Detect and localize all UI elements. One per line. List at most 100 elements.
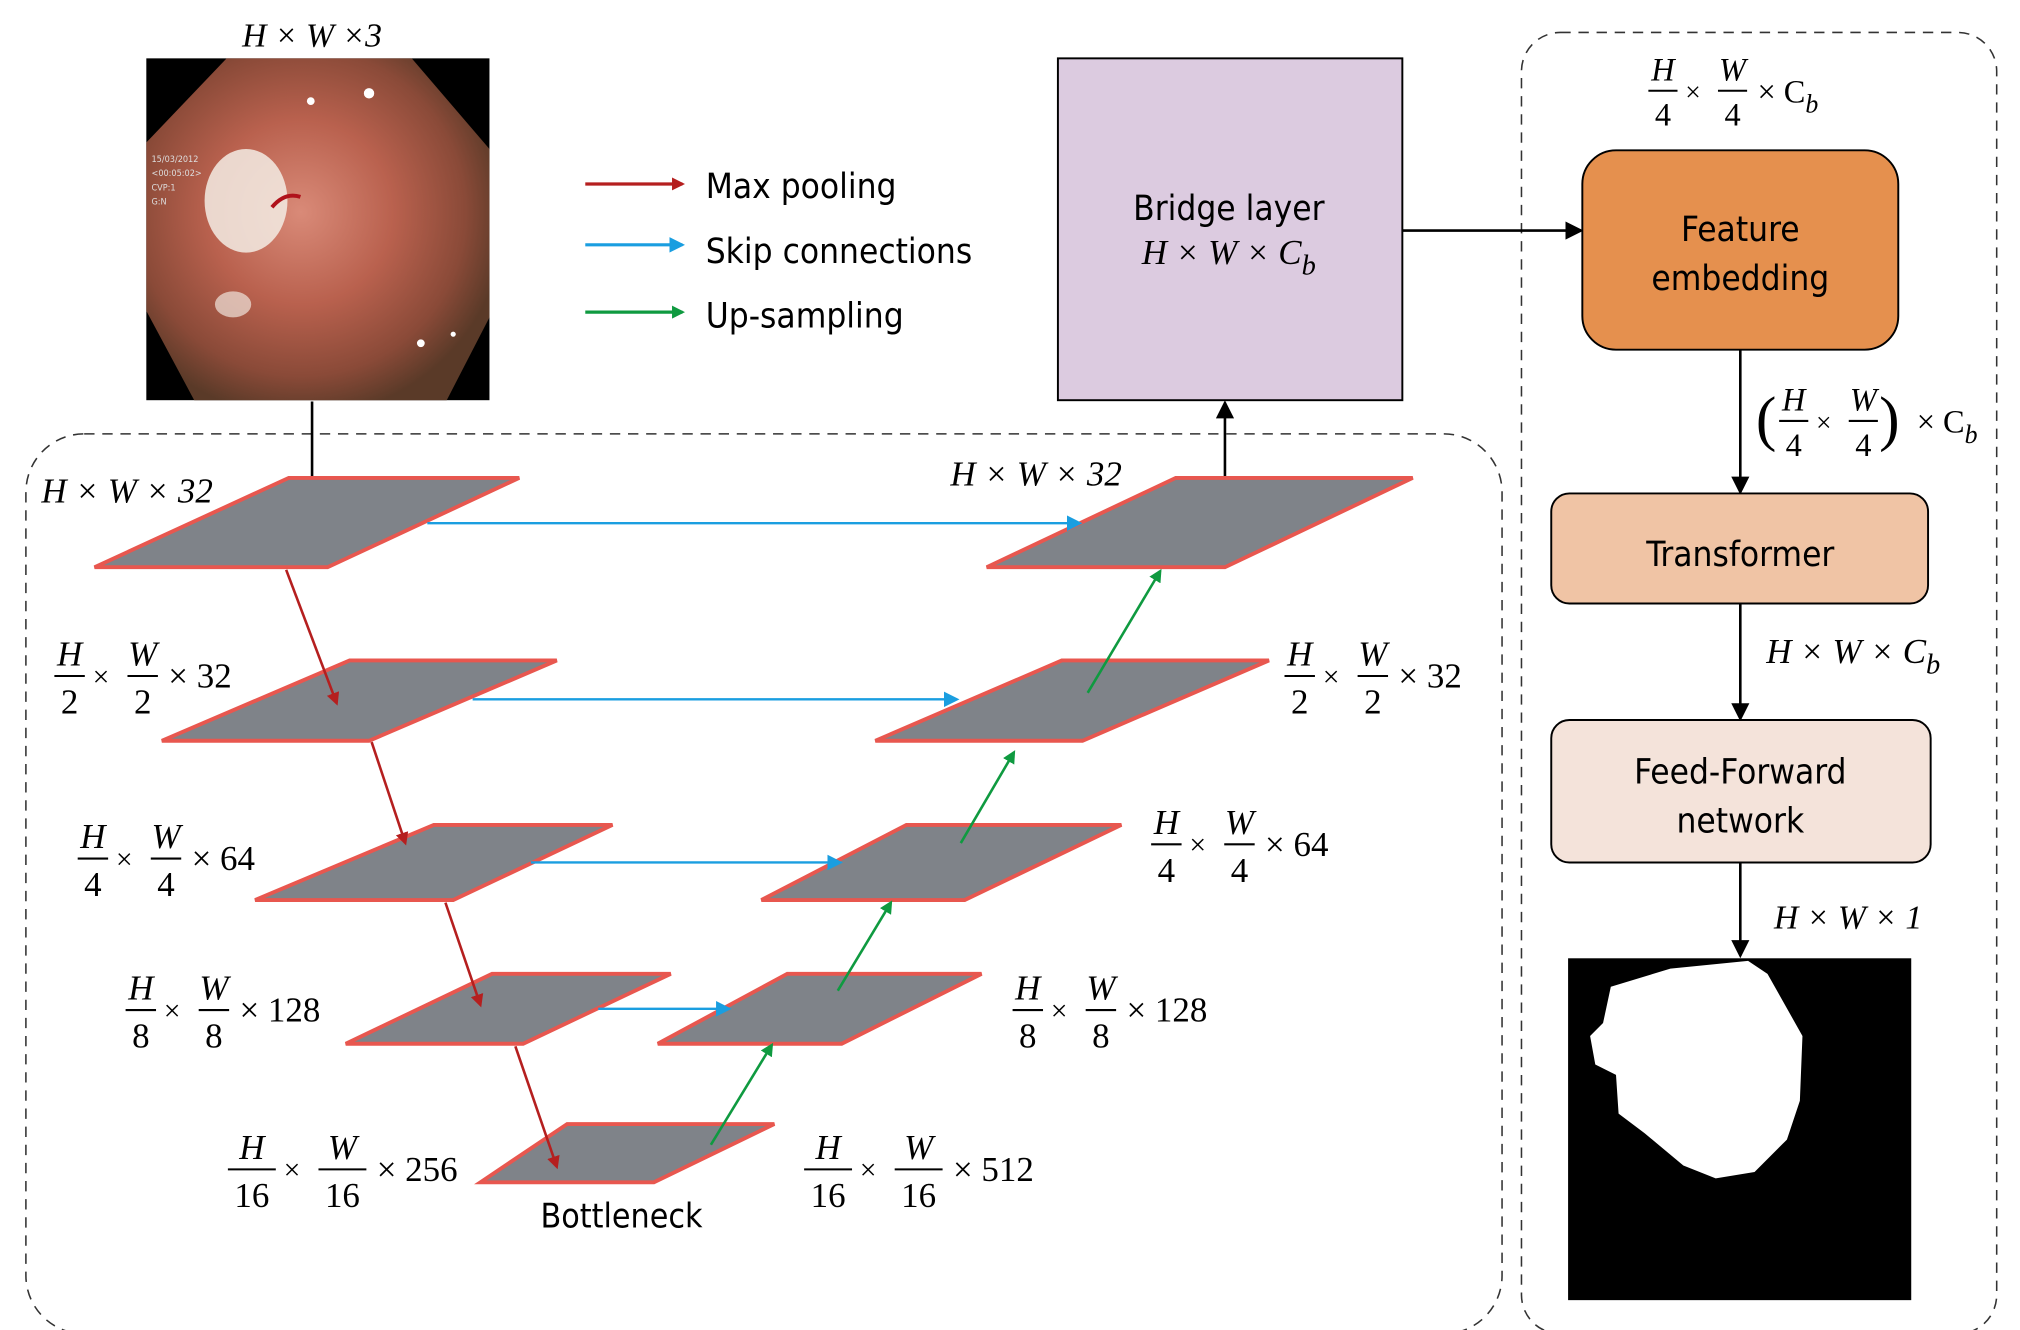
up-sampling-arrow-4 [1086, 568, 1162, 694]
bottleneck-layer [474, 1122, 776, 1185]
size-suffix: × 128 [239, 991, 320, 1030]
numerator: W [1086, 969, 1118, 1008]
times-sign: × [1816, 406, 1832, 437]
svg-text:15/03/2012: 15/03/2012 [152, 155, 199, 165]
denominator: 4 [1655, 98, 1671, 134]
size-suffix: × 128 [1126, 991, 1207, 1030]
encoder-layer-1-size: H × W × 32 [40, 471, 212, 510]
denominator: 4 [1231, 851, 1248, 890]
numerator: H [814, 1128, 842, 1167]
denominator: 8 [132, 1017, 149, 1056]
denominator: 2 [1364, 683, 1381, 722]
bridge-layer-box [1056, 57, 1404, 402]
times-sign: × [1189, 830, 1206, 862]
transformer-label: Transformer [1645, 535, 1834, 575]
denominator: 8 [205, 1017, 222, 1056]
embedding-output-size-label: (H4×W4)× Cb [1756, 383, 1978, 464]
max-pooling-arrow-2 [370, 741, 409, 846]
denominator: 8 [1092, 1017, 1109, 1056]
bottleneck-label: Bottleneck [540, 1197, 703, 1236]
numerator: H [56, 635, 84, 674]
embedding-input-size-label: H4×W4× Cb [1648, 52, 1818, 134]
feature-embedding-label-line1: Feature [1681, 210, 1800, 250]
numerator: W [328, 1128, 360, 1167]
transformer-output-size: H × W × Cb [1765, 632, 1940, 680]
paren-left: ( [1756, 385, 1776, 453]
input-size-label: H × W ×3 [241, 18, 382, 55]
denominator: 4 [1855, 428, 1871, 464]
up-sampling-arrow-2 [836, 900, 893, 992]
numerator: W [1719, 52, 1749, 88]
svg-text:<00:05:02>: <00:05:02> [152, 169, 202, 179]
bottleneck-out-size-label: H16×W16× 512 [804, 1128, 1034, 1215]
times-sign: × [1051, 995, 1068, 1027]
numerator: W [1850, 383, 1880, 419]
denominator: 16 [234, 1176, 269, 1215]
times-sign: × [1323, 661, 1340, 693]
ffn-label-line1: Feed-Forward [1634, 752, 1846, 792]
denominator: 4 [1158, 851, 1175, 890]
max-pooling-arrow-1 [284, 569, 340, 706]
decoder-layer-1-size: H × W × 32 [949, 455, 1121, 494]
max-pooling-arrow-3 [444, 902, 484, 1008]
feature-embedding-label-line2: embedding [1651, 259, 1829, 299]
output-segmentation-mask [1568, 958, 1912, 1301]
size-suffix: × 64 [1265, 825, 1328, 864]
bridge-layer-title: Bridge layer [1133, 189, 1324, 229]
input-endoscopy-image: 15/03/2012 <00:05:02> CVP:1 G:N [146, 58, 490, 401]
numerator: H [1153, 803, 1181, 842]
denominator: 8 [1019, 1017, 1036, 1056]
times-sign: × [116, 844, 133, 876]
denominator: 2 [134, 683, 151, 722]
legend-skip-connections-label: Skip connections [706, 232, 973, 272]
denominator: 16 [811, 1176, 846, 1215]
bridge-layer-dims: H × W × Cb [1141, 233, 1316, 281]
enc-4-size-label: H8×W8× 128 [125, 969, 320, 1056]
svg-text:CVP:1: CVP:1 [152, 183, 176, 193]
numerator: H [79, 817, 107, 856]
enc-5-size-label: H 16 × W 16 × 256 [227, 1128, 458, 1215]
decoder-layer-3 [760, 822, 1123, 902]
size-suffix: × Cb [1757, 74, 1818, 118]
times-sign: × [860, 1155, 877, 1187]
encoder-layer-4 [344, 971, 672, 1046]
times-sign: × [1685, 76, 1701, 107]
numerator: W [904, 1128, 936, 1167]
enc-2-size-label: H2×W2× 32 [54, 635, 232, 722]
denominator: 2 [61, 683, 78, 722]
size-suffix: × 256 [377, 1150, 458, 1189]
denominator: 4 [1724, 98, 1740, 134]
legend-up-sampling-label: Up-sampling [706, 297, 904, 337]
decoder-layer-4 [656, 971, 983, 1046]
denominator: 2 [1291, 683, 1308, 722]
decoder-layer-2 [874, 658, 1270, 743]
dec-3-size-label: H 4 × W 4 × 64 [1151, 803, 1328, 890]
denominator: 16 [901, 1176, 936, 1215]
size-suffix: × 32 [168, 657, 231, 696]
legend: Max pooling Skip connections Up-sampling [585, 167, 973, 337]
encoder-decoder-container [25, 433, 1503, 1330]
decoder-layer-1 [985, 475, 1414, 570]
output-size-label: H × W × 1 [1773, 900, 1922, 937]
dec-4-size-label: H8×W8× 128 [1012, 969, 1207, 1056]
denominator: 4 [157, 865, 174, 904]
numerator: W [151, 817, 183, 856]
denominator: 16 [325, 1176, 360, 1215]
up-sampling-arrow-1 [709, 1042, 774, 1146]
transformer-branch-container [1520, 31, 1998, 1330]
size-suffix: × 64 [192, 839, 255, 878]
dec-2-size-label: H2×W2× 32 [1284, 635, 1462, 722]
paren-right: ) [1879, 385, 1899, 453]
enc-3-size-label: H4×W4× 64 [77, 817, 255, 904]
feature-embedding-box [1581, 149, 1900, 351]
times-sign: × [164, 995, 181, 1027]
size-suffix: × 32 [1398, 657, 1461, 696]
numerator: H [238, 1128, 266, 1167]
legend-max-pooling-label: Max pooling [706, 167, 897, 207]
max-pooling-arrow-4 [514, 1045, 560, 1170]
numerator: W [1225, 803, 1257, 842]
svg-text:G:N: G:N [152, 198, 167, 208]
encoder-layer-3 [254, 822, 614, 902]
times-sign: × [284, 1155, 301, 1187]
